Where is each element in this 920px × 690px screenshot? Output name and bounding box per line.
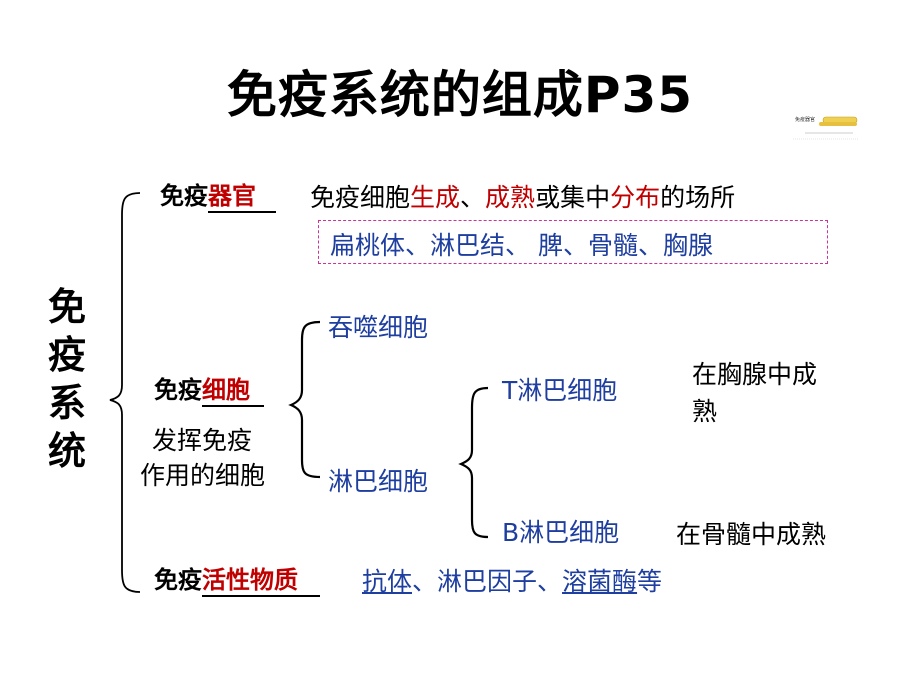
cells-label: 免疫细胞 (154, 370, 264, 407)
lymphocyte-label: 淋巴细胞 (328, 467, 429, 496)
organs-description: 免疫细胞生成、成熟或集中分布的场所 (310, 183, 736, 212)
b-cell-label: B淋巴细胞 (502, 518, 620, 547)
main-brace (109, 192, 141, 593)
organs-fill: 器官 (208, 182, 256, 210)
lymphocyte-brace (458, 386, 489, 539)
organs-label: 免疫器官 (160, 176, 276, 213)
phagocyte-label: 吞噬细胞 (328, 313, 429, 342)
organs-examples-box (318, 220, 828, 264)
b-cell-note: 在骨髓中成熟 (676, 520, 827, 549)
cells-definition-line2: 作用的细胞 (140, 461, 266, 490)
cell-brace (288, 320, 321, 479)
t-cell-label: T淋巴细胞 (502, 376, 618, 405)
page-title: 免疫系统的组成P35 (226, 66, 694, 124)
t-cell-note-line1: 在胸腺中成 (692, 360, 818, 389)
substances-label: 免疫活性物质 (154, 560, 320, 597)
lysozyme-text: 溶菌酶 (562, 567, 638, 596)
cells-definition-line1: 发挥免疫 (152, 426, 253, 455)
cells-fill: 细胞 (202, 376, 250, 404)
t-cell-note-line2: 熟 (692, 397, 718, 426)
antibody-text: 抗体 (362, 567, 413, 596)
substances-fill: 活性物质 (202, 566, 298, 594)
organs-examples: 扁桃体、淋巴结、 脾、骨髓、胸腺 (330, 231, 713, 260)
thumbnail-caption: 免疫器官 (795, 116, 815, 123)
substances-examples: 抗体、淋巴因子、溶菌酶等 (362, 567, 663, 596)
bone-thumbnail-image: 免疫器官 (793, 112, 859, 142)
immune-system-label: 免 疫 系 统 (47, 285, 86, 473)
